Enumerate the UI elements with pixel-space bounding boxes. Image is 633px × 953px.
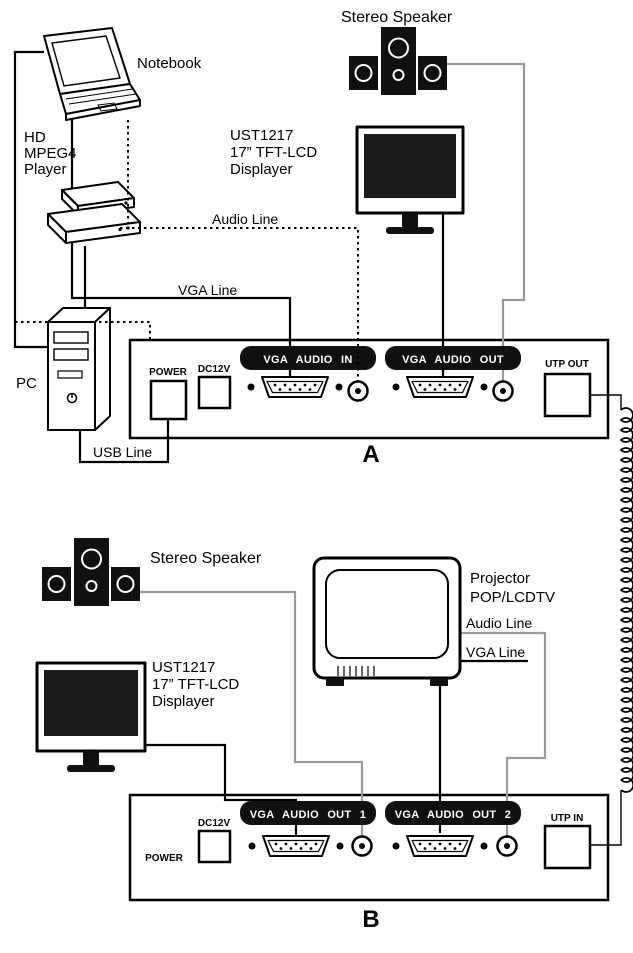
lcd-monitor-icon-top bbox=[355, 125, 465, 234]
utp-cable-bottom-lead bbox=[591, 790, 622, 846]
unit-a-label: A bbox=[362, 441, 379, 468]
mpeg4-player-icon bbox=[47, 181, 141, 244]
audio-jack-out bbox=[492, 380, 514, 402]
displayer-label-top-line3: Displayer bbox=[230, 161, 293, 178]
utp-out-port bbox=[543, 372, 592, 418]
speaker-audio-line-top bbox=[447, 62, 526, 382]
player-label-line3: Player bbox=[24, 161, 67, 178]
lcd-monitor-icon-bottom bbox=[35, 661, 147, 772]
power-label-b: POWER bbox=[145, 853, 184, 864]
projector-label-line1: Projector bbox=[470, 570, 530, 587]
usb-line-label: USB Line bbox=[93, 444, 152, 460]
displayer-label-top-line1: UST1217 bbox=[230, 127, 293, 144]
notebook-label: Notebook bbox=[137, 55, 202, 72]
unit-b-label: B bbox=[362, 906, 379, 933]
player-label-line2: MPEG4 bbox=[24, 145, 77, 162]
pc-label: PC bbox=[16, 375, 37, 392]
utp-out-label: UTP OUT bbox=[545, 359, 589, 370]
stereo-speaker-label-top: Stereo Speaker bbox=[341, 9, 453, 26]
projector-label-line2: POP/LCDTV bbox=[470, 589, 555, 606]
vga-audio-out1-label: VGA AUDIO OUT 1 bbox=[250, 809, 366, 821]
audio-line-label-top: Audio Line bbox=[212, 211, 278, 227]
displayer-label-top-line2: 17” TFT-LCD bbox=[230, 144, 317, 161]
dc12v-port-b bbox=[197, 829, 232, 864]
utp-in-port bbox=[543, 824, 592, 870]
utp-in-label: UTP IN bbox=[551, 813, 584, 824]
vga-line-label-bottom: VGA Line bbox=[466, 644, 525, 660]
notebook-icon bbox=[43, 27, 141, 121]
displayer-label-bottom-line3: Displayer bbox=[152, 693, 215, 710]
utp-cable-top-lead bbox=[590, 394, 622, 410]
displayer-label-bottom-line1: UST1217 bbox=[152, 659, 215, 676]
power-label-a: POWER bbox=[149, 367, 188, 378]
speaker-audio-line-bottom bbox=[140, 590, 364, 837]
vga-audio-in-panel bbox=[240, 346, 376, 370]
tv-audio-line bbox=[459, 631, 547, 837]
vga-audio-out-panel bbox=[385, 346, 521, 370]
displayer-label-bottom-line2: 17” TFT-LCD bbox=[152, 676, 239, 693]
vga-audio-out2-label: VGA AUDIO OUT 2 bbox=[395, 809, 511, 821]
vga-line-label-top: VGA Line bbox=[178, 282, 237, 298]
audio-jack-out1 bbox=[351, 835, 373, 857]
usb-line bbox=[78, 420, 170, 464]
dc12v-label-b: DC12V bbox=[198, 818, 231, 829]
stereo-speaker-label-bottom: Stereo Speaker bbox=[150, 550, 262, 567]
dc12v-port-a bbox=[197, 375, 232, 410]
stereo-speaker-icon-bottom bbox=[41, 537, 141, 607]
notebook-pc-bus-line bbox=[13, 50, 48, 349]
vga-audio-out-label: VGA AUDIO OUT bbox=[402, 354, 504, 366]
tv-projector-icon bbox=[312, 556, 462, 686]
vga-audio-out1-panel bbox=[240, 801, 376, 825]
audio-line-dotted-top bbox=[120, 227, 359, 382]
stereo-speaker-icon-top bbox=[348, 26, 448, 96]
power-button-a bbox=[149, 379, 188, 421]
vga-audio-in-label: VGA AUDIO IN bbox=[263, 354, 352, 366]
dc12v-label-a: DC12V bbox=[198, 364, 231, 375]
utp-cable-coil bbox=[619, 407, 633, 793]
player-label-line1: HD bbox=[24, 129, 46, 146]
audio-jack-out2 bbox=[496, 835, 518, 857]
vga-audio-out2-panel bbox=[385, 801, 521, 825]
audio-jack-in bbox=[347, 380, 369, 402]
pc-tower-icon bbox=[47, 307, 111, 431]
audio-line-label-bottom: Audio Line bbox=[466, 615, 532, 631]
